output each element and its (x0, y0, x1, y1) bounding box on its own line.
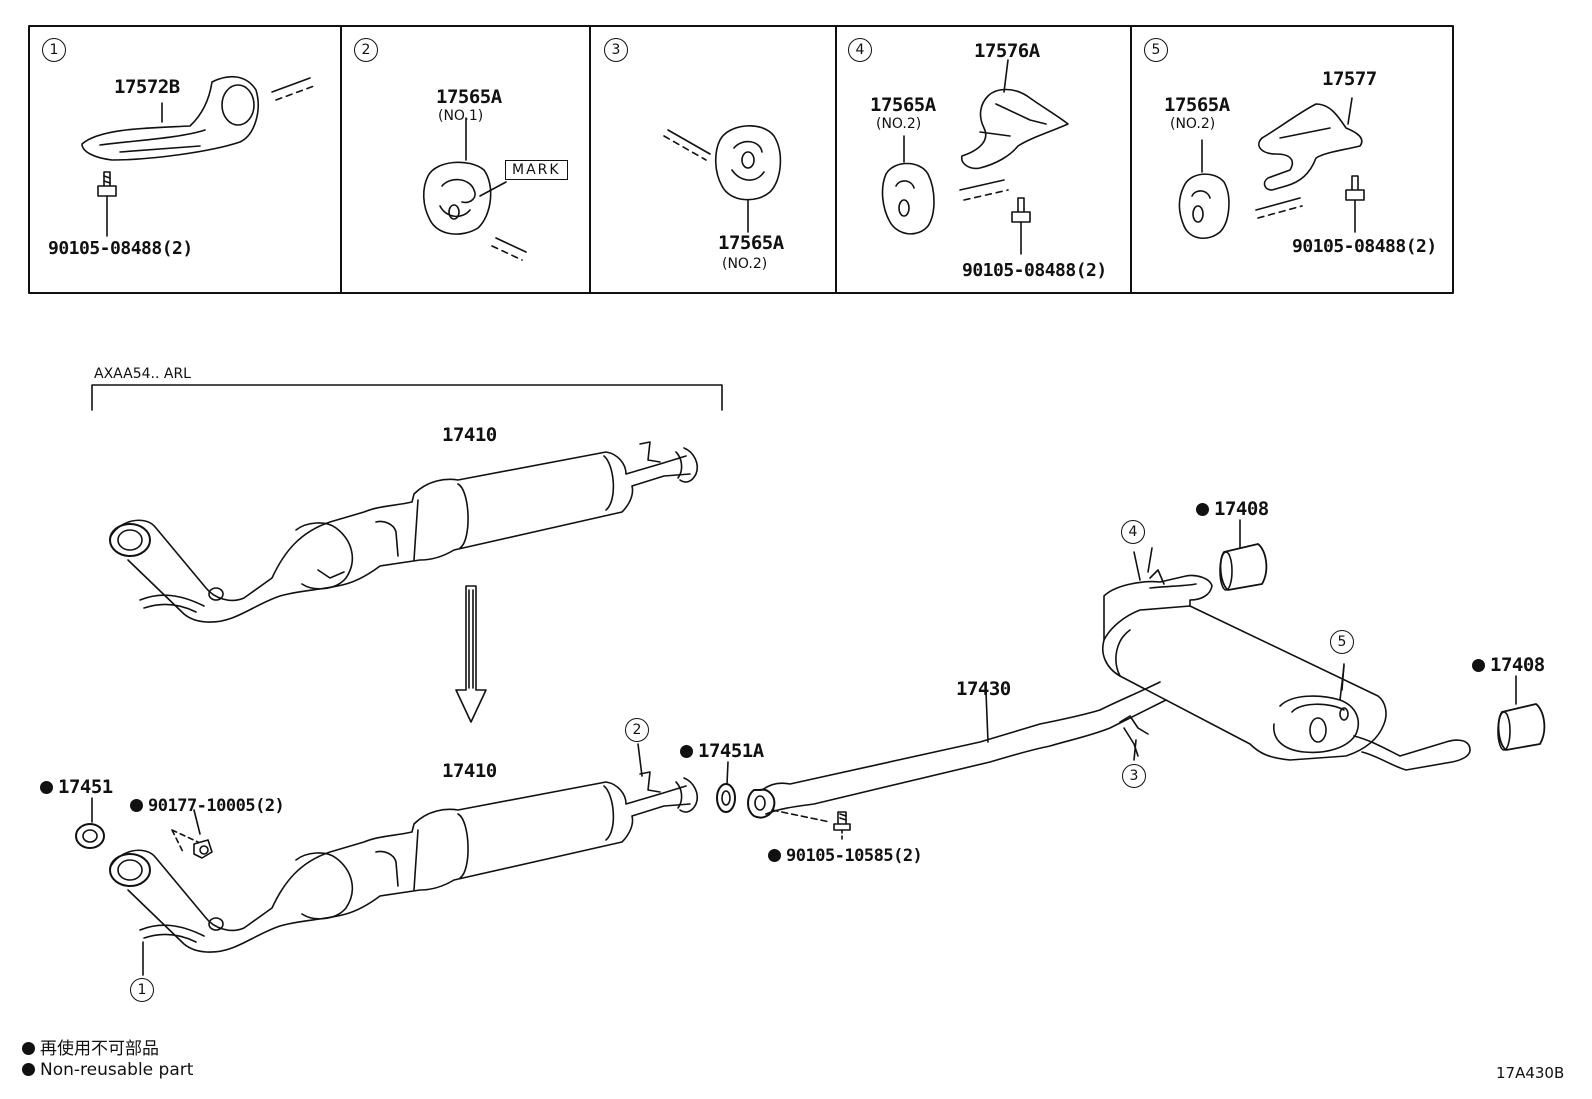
tail-tip-upper (1219, 543, 1268, 591)
legend-dot-icon (22, 1063, 35, 1076)
nut-label: 90177-10005(2) (130, 796, 285, 816)
muffler (1102, 547, 1471, 771)
inset5-number: 5 (1144, 38, 1168, 62)
inset4-hanger-label: 17565A (870, 94, 936, 116)
gasket-front-text: 17451 (58, 776, 113, 798)
inset5-bracket (1178, 97, 1365, 239)
inset3-hanger (663, 125, 782, 233)
gasket-mid-text: 17451A (698, 740, 764, 762)
inset4-bolt-label: 90105-08488(2) (962, 260, 1107, 281)
legend-dot-icon (22, 1042, 35, 1055)
inset3-number: 3 (604, 38, 628, 62)
inset5-hanger-label: 17565A (1164, 94, 1230, 116)
tail-lower-label: 17408 (1472, 654, 1545, 676)
callout-5: 5 (1330, 630, 1354, 654)
inset3-part-label: 17565A (718, 232, 784, 254)
nut-text: 90177-10005(2) (148, 796, 285, 816)
legend-line-en: Non-reusable part (22, 1060, 193, 1080)
inset-panel-frame (28, 25, 1454, 294)
inset5-sub-label: (NO.2) (1170, 116, 1216, 132)
inset4-bracket-label: 17576A (974, 40, 1040, 62)
upper-front-pipe (109, 441, 699, 623)
non-reusable-dot-icon (1196, 503, 1209, 516)
down-arrow (455, 585, 487, 723)
inset4-bracket (881, 59, 1069, 255)
inset2-number: 2 (354, 38, 378, 62)
tail-upper-label: 17408 (1196, 498, 1269, 520)
non-reusable-dot-icon (1472, 659, 1485, 672)
tail-upper-text: 17408 (1214, 498, 1269, 520)
inset1-bolt-label: 90105-08488(2) (48, 238, 193, 259)
gasket-mid-label: 17451A (680, 740, 764, 762)
non-reusable-dot-icon (130, 799, 143, 812)
lower-front-pipe (109, 771, 699, 953)
gasket-17451 (75, 823, 105, 849)
center-pipe-label: 17430 (956, 678, 1011, 700)
callout-4: 4 (1121, 520, 1145, 544)
non-reusable-dot-icon (680, 745, 693, 758)
bolt-mid-label: 90105-10585(2) (768, 846, 923, 866)
tail-tip-lower (1497, 703, 1546, 751)
group-label: AXAA54.. ARL (94, 366, 191, 382)
inset2-mark-label: MARK (505, 160, 568, 180)
non-reusable-dot-icon (768, 849, 781, 862)
inset2-sub-label: (NO.1) (438, 108, 484, 124)
callout-3: 3 (1122, 764, 1146, 788)
inset3-sub-label: (NO.2) (722, 256, 768, 272)
legend-en-text: Non-reusable part (40, 1060, 194, 1080)
legend-line-jp: 再使用不可部品 (22, 1034, 159, 1059)
gasket-front-label: 17451 (40, 776, 113, 798)
bolt-mid-text: 90105-10585(2) (786, 846, 923, 866)
inset2-hanger (422, 117, 527, 261)
gasket-17451A (716, 783, 736, 813)
callout-2: 2 (625, 718, 649, 742)
group-bracket-line (91, 384, 723, 411)
non-reusable-dot-icon (40, 781, 53, 794)
inset1-part-label: 17572B (114, 76, 180, 98)
inset1-number: 1 (42, 38, 66, 62)
inset4-number: 4 (848, 38, 872, 62)
callout-1: 1 (130, 978, 154, 1002)
lower-pipe-label: 17410 (442, 760, 497, 782)
inset4-sub-label: (NO.2) (876, 116, 922, 132)
inset5-bracket-label: 17577 (1322, 68, 1377, 90)
inset2-part-label: 17565A (436, 86, 502, 108)
inset1-bracket (81, 75, 315, 237)
inset5-bolt-label: 90105-08488(2) (1292, 236, 1437, 257)
tail-lower-text: 17408 (1490, 654, 1545, 676)
drawing-code: 17A430B (1496, 1064, 1565, 1082)
upper-pipe-label: 17410 (442, 424, 497, 446)
legend-jp-text: 再使用不可部品 (40, 1039, 159, 1059)
center-pipe (747, 681, 1167, 843)
